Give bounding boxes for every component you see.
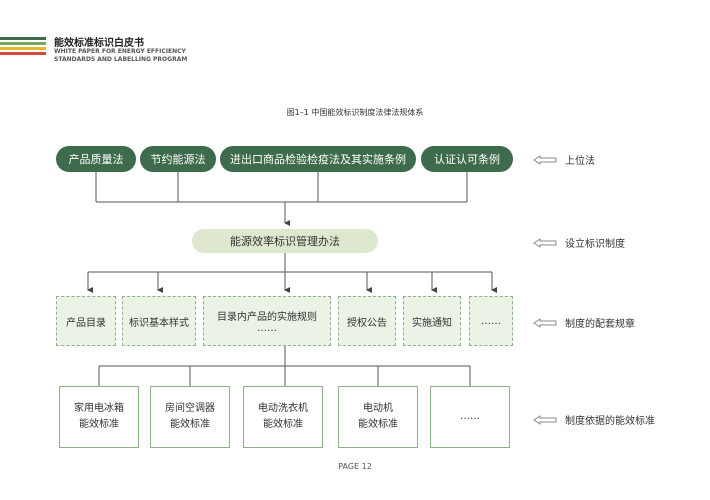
measure-label: 能源效率标识管理办法 xyxy=(230,235,340,248)
rule-label: 授权公告 xyxy=(347,317,387,329)
standard-air-conditioner: 房间空调器能效标准 xyxy=(150,386,230,448)
standard-label-sub: 能效标准 xyxy=(79,419,119,430)
law-certification-accreditation: 认证认可条例 xyxy=(421,146,513,172)
standard-label-sub: 能效标准 xyxy=(170,419,210,430)
side-label-establish-system: 设立标识制度 xyxy=(533,235,625,250)
standard-more: …… xyxy=(430,386,510,448)
header-en-line1: WHITE PAPER FOR ENERGY EFFICIENCY xyxy=(54,48,186,55)
rule-label-basic-style: 标识基本样式 xyxy=(122,296,196,346)
law-product-quality: 产品质量法 xyxy=(56,146,136,172)
side-label-text: 上位法 xyxy=(565,156,595,167)
law-label: 进出口商品检验检疫法及其实施条例 xyxy=(230,153,406,166)
standard-electric-motor: 电动机能效标准 xyxy=(338,386,418,448)
rule-label: 产品目录 xyxy=(66,317,106,329)
page-number: PAGE 12 xyxy=(338,462,372,471)
side-label-supporting-rules: 制度的配套规章 xyxy=(533,315,635,330)
standard-label: …… xyxy=(460,411,480,422)
rule-authorization-notice: 授权公告 xyxy=(338,296,396,346)
header-en-line2: STANDARDS AND LABELLING PROGRAM xyxy=(54,56,188,63)
stripe-yellow xyxy=(0,47,46,50)
rule-label: …… xyxy=(481,315,501,327)
law-import-export-inspection: 进出口商品检验检疫法及其实施条例 xyxy=(220,146,416,172)
stripe-red xyxy=(0,52,46,55)
rule-implementation-rules: 目录内产品的实施规则…… xyxy=(203,296,331,346)
rule-label: 标识基本样式 xyxy=(129,317,189,329)
stripe-dark-green xyxy=(0,37,46,40)
header-color-stripes xyxy=(0,37,46,57)
outline-arrow-left-icon xyxy=(533,414,557,425)
standard-label: 电动洗衣机 xyxy=(258,403,308,414)
rule-label: 目录内产品的实施规则 xyxy=(217,311,317,323)
header-title-en: WHITE PAPER FOR ENERGY EFFICIENCY STANDA… xyxy=(54,48,187,64)
standard-label-sub: 能效标准 xyxy=(358,419,398,430)
law-label: 认证认可条例 xyxy=(434,153,500,166)
law-label: 节约能源法 xyxy=(150,153,206,166)
rule-implementation-notice: 实施通知 xyxy=(403,296,461,346)
law-label: 产品质量法 xyxy=(68,153,124,166)
header-title-cn: 能效标准标识白皮书 xyxy=(54,38,144,49)
figure-title: 图1–1 中国能效标识制度法律法规体系 xyxy=(286,108,424,117)
side-label-standards-basis: 制度依据的能效标准 xyxy=(533,412,655,427)
rule-more: …… xyxy=(469,296,513,346)
standard-label-sub: 能效标准 xyxy=(263,419,303,430)
side-label-upper-law: 上位法 xyxy=(533,152,595,167)
standard-label: 电动机 xyxy=(363,403,393,414)
measure-energy-label-management: 能源效率标识管理办法 xyxy=(192,229,378,253)
rule-product-catalog: 产品目录 xyxy=(56,296,116,346)
outline-arrow-left-icon xyxy=(533,237,557,248)
stripe-light-green xyxy=(0,42,46,45)
side-label-text: 制度的配套规章 xyxy=(565,319,635,330)
side-label-text: 制度依据的能效标准 xyxy=(565,416,655,427)
rule-label-extra: …… xyxy=(257,322,277,334)
law-energy-conservation: 节约能源法 xyxy=(140,146,216,172)
standard-label: 房间空调器 xyxy=(165,403,215,414)
rule-label: 实施通知 xyxy=(412,317,452,329)
outline-arrow-left-icon xyxy=(533,154,557,165)
standard-refrigerator: 家用电冰箱能效标准 xyxy=(59,386,139,448)
standard-washing-machine: 电动洗衣机能效标准 xyxy=(243,386,323,448)
side-label-text: 设立标识制度 xyxy=(565,239,625,250)
standard-label: 家用电冰箱 xyxy=(74,403,124,414)
outline-arrow-left-icon xyxy=(533,317,557,328)
